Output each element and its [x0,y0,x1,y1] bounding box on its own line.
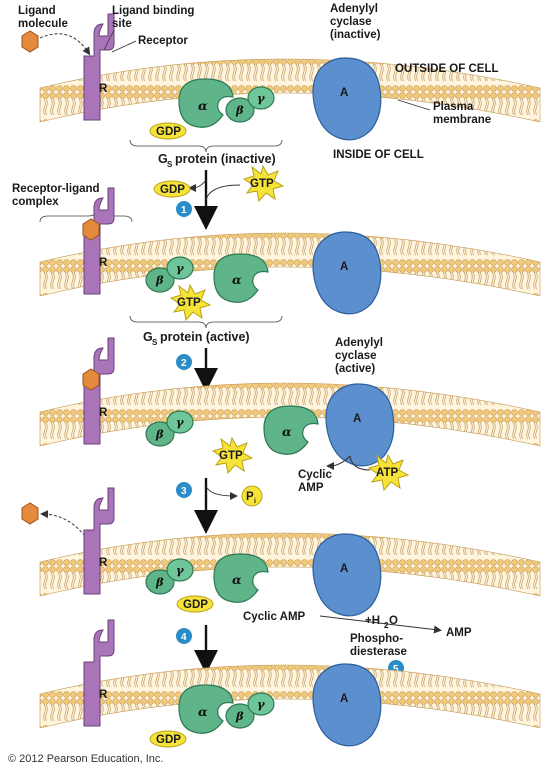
gtp-bound-label-3: GTP [219,450,243,462]
cyclase-letter-5: A [340,693,348,705]
panel-3: R A β γ α GTP ATP Cyclic AMP [40,338,540,494]
gdp-released-label: GDP [160,184,185,196]
step-3-number: 3 [181,486,187,497]
cyclase-letter-3: A [353,413,361,425]
ligand-release-arrow [44,514,88,540]
cyclase-label-active-2: cyclase [335,350,377,362]
adenylyl-label-1: Adenylyl [330,3,378,15]
copyright-notice: © 2012 Pearson Education, Inc. [8,753,163,765]
receptor-label: Receptor [138,35,188,47]
plus-water-label: +H [365,615,380,627]
gs-protein-active-label: protein (active) [160,330,250,344]
amp-label: AMP [446,627,472,639]
receptor-ligand-label-1: Receptor-ligand [12,183,100,195]
receptor-leader [112,41,136,52]
released-ligand [22,503,38,524]
plasma-membrane-5 [40,665,540,728]
alpha-label-5: α [198,704,208,719]
ligand-molecule-label-1: Ligand [18,5,56,17]
plasma-membrane-4 [40,533,540,596]
gtp-bound-label-2: GTP [177,297,201,309]
cyclase-letter-1: A [340,87,348,99]
bound-ligand-3 [83,369,99,390]
gdp-label-4: GDP [183,599,208,611]
step-4-number: 4 [181,632,187,643]
panel-2: R A β γ α GTP G S protein (active) [40,188,540,347]
gdp-label-5: GDP [156,734,181,746]
step-3-transition: P i 3 [176,478,262,522]
ligand-binding-site-label-2: site [112,18,132,30]
gs-protein-inactive-label: protein (inactive) [175,152,276,166]
receptor-letter-3: R [99,407,108,419]
pi-sub-label: i [254,498,256,505]
beta-label-5: β [235,709,244,723]
outside-of-cell-label: OUTSIDE OF CELL [395,63,499,75]
cyclic-amp-label-1: Cyclic [298,469,332,481]
complex-bracket [40,210,132,222]
ligand-approach-arrow [40,34,88,52]
gtp-in-curve [206,185,240,200]
beta-label-2: β [155,273,164,287]
adenylyl-label-active-1: Adenylyl [335,337,383,349]
ligand-binding-site-label-1: Ligand binding [112,5,194,17]
receptor-letter-4: R [99,557,108,569]
gs-sub-2: S [152,338,158,347]
alpha-label-3: α [282,424,292,439]
cyclic-amp-inline-label: Cyclic AMP [243,611,306,623]
gs-sub-1: S [167,160,173,169]
gdp-label-1: GDP [156,126,181,138]
alpha-label-1: α [198,98,208,113]
step-1-number: 1 [181,205,187,216]
beta-label-4: β [155,575,164,589]
panel-5: R A α β γ GDP [40,620,540,747]
receptor-letter-5: R [99,689,108,701]
alpha-label-2: α [232,272,242,287]
beta-label-1: β [235,103,244,117]
ligand-molecule-label-2: molecule [18,18,68,30]
active-label-3: (active) [335,363,375,375]
cyclase-letter-4: A [340,563,348,575]
phosphodiesterase-label-2: diesterase [350,646,407,658]
cyclase-letter-2: A [340,261,348,273]
step-4-transition: 4 [176,625,206,662]
plasma-membrane-label-2: membrane [433,114,491,126]
receptor-letter-2: R [99,257,108,269]
beta-label-3: β [155,427,164,441]
phosphodiesterase-label-1: Phospho- [350,633,403,645]
step-2-number: 2 [181,358,187,369]
pi-out-curve [206,486,234,496]
panel-1: R A α β γ GDP Ligand molecule Ligand bin… [18,3,540,169]
plasma-membrane-label-1: Plasma [433,101,474,113]
gs-bracket-1 [130,140,282,152]
inside-of-cell-label: INSIDE OF CELL [333,149,424,161]
alpha-label-4: α [232,572,242,587]
cyclic-amp-label-2: AMP [298,482,324,494]
gdp-out-curve [192,180,206,188]
atp-label: ATP [376,467,398,479]
receptor-ligand-label-2: complex [12,196,59,208]
gtp-incoming-label: GTP [250,178,274,190]
ligand-molecule-1 [22,31,38,52]
bound-ligand-2 [83,219,99,240]
pi-label: P [246,491,254,503]
cyclase-label-1: cyclase [330,16,372,28]
inactive-label-1: (inactive) [330,29,381,41]
gs-bracket-2 [130,316,282,328]
plasma-membrane-2 [40,233,540,296]
water-o-label: O [389,615,398,627]
receptor-letter-1: R [99,83,108,95]
step-1-transition: GDP GTP 1 Receptor-ligand complex [12,166,283,222]
